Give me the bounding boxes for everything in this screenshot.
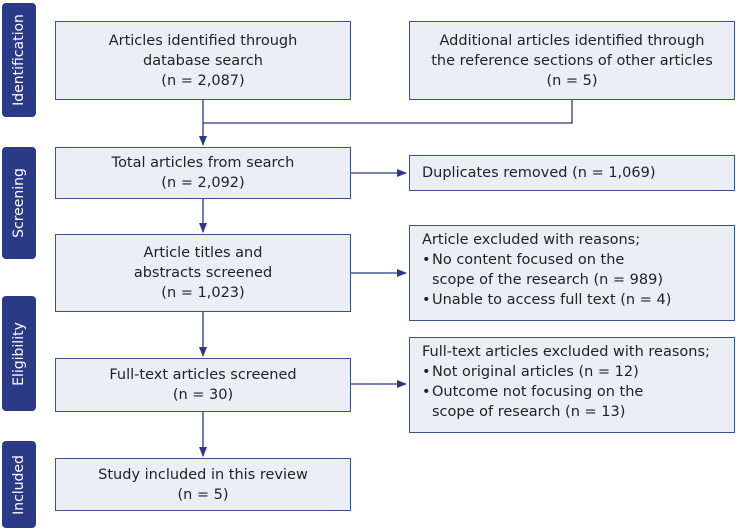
phase-included: Included <box>2 441 36 528</box>
total-line1: Total articles from search <box>111 155 295 171</box>
total-count: (n = 2,092) <box>161 175 245 191</box>
additional-line2: the reference sections of other articles <box>431 52 713 69</box>
box-excluded-fulltext: Full-text articles excluded with reasons… <box>409 337 735 433</box>
bullet-icon: • <box>422 252 431 268</box>
excluded-fulltext-heading: Full-text articles excluded with reasons… <box>422 344 710 360</box>
box-total-articles: Total articles from search (n = 2,092) <box>55 147 351 199</box>
excluded-fulltext-item2a: Outcome not focusing on the <box>432 384 644 400</box>
phase-screening: Screening <box>2 147 36 259</box>
box-excluded-titles: Article excluded with reasons; •No conte… <box>409 225 735 321</box>
phase-eligibility: Eligibility <box>2 296 36 411</box>
phase-identification: Identification <box>2 3 36 117</box>
database-count: (n = 2,087) <box>161 72 245 89</box>
box-fulltext-screened: Full-text articles screened (n = 30) <box>55 358 351 412</box>
database-line1: Articles identified through <box>108 32 298 49</box>
titles-count: (n = 1,023) <box>161 285 245 301</box>
excluded-fulltext-item2: •Outcome not focusing on the <box>422 382 722 402</box>
excluded-fulltext-item2b: scope of research (n = 13) <box>432 404 626 420</box>
bullet-icon: • <box>422 384 431 400</box>
additional-line1: Additional articles identified through <box>439 32 705 49</box>
excluded-titles-item2: •Unable to access full text (n = 4) <box>422 290 722 310</box>
box-duplicates-removed: Duplicates removed (n = 1,069) <box>409 155 735 191</box>
titles-line2: abstracts screened <box>133 265 273 281</box>
box-additional-articles: Additional articles identified through t… <box>409 21 735 100</box>
excluded-fulltext-item1-text: Not original articles (n = 12) <box>432 364 639 380</box>
database-line2: database search <box>142 52 263 69</box>
included-count: (n = 5) <box>177 486 229 503</box>
connector-additional-to-total <box>203 100 573 124</box>
excluded-titles-item1a: No content focused on the <box>432 252 625 268</box>
included-line1: Study included in this review <box>98 466 308 483</box>
excluded-titles-item1: •No content focused on the <box>422 250 722 270</box>
excluded-fulltext-item1: •Not original articles (n = 12) <box>422 362 722 382</box>
excluded-titles-item1b: scope of the research (n = 989) <box>432 272 664 288</box>
additional-count: (n = 5) <box>546 72 598 89</box>
bullet-icon: • <box>422 292 431 308</box>
excluded-titles-heading: Article excluded with reasons; <box>422 232 641 248</box>
bullet-icon: • <box>422 364 431 380</box>
fulltext-line1: Full-text articles screened <box>109 367 297 383</box>
box-study-included: Study included in this review (n = 5) <box>55 458 351 511</box>
titles-line1: Article titles and <box>143 245 263 261</box>
box-titles-abstracts: Article titles and abstracts screened (n… <box>55 234 351 312</box>
box-database-search: Articles identified through database sea… <box>55 21 351 100</box>
excluded-titles-item2-text: Unable to access full text (n = 4) <box>432 292 672 308</box>
duplicates-text: Duplicates removed (n = 1,069) <box>422 165 656 181</box>
fulltext-count: (n = 30) <box>172 387 234 403</box>
